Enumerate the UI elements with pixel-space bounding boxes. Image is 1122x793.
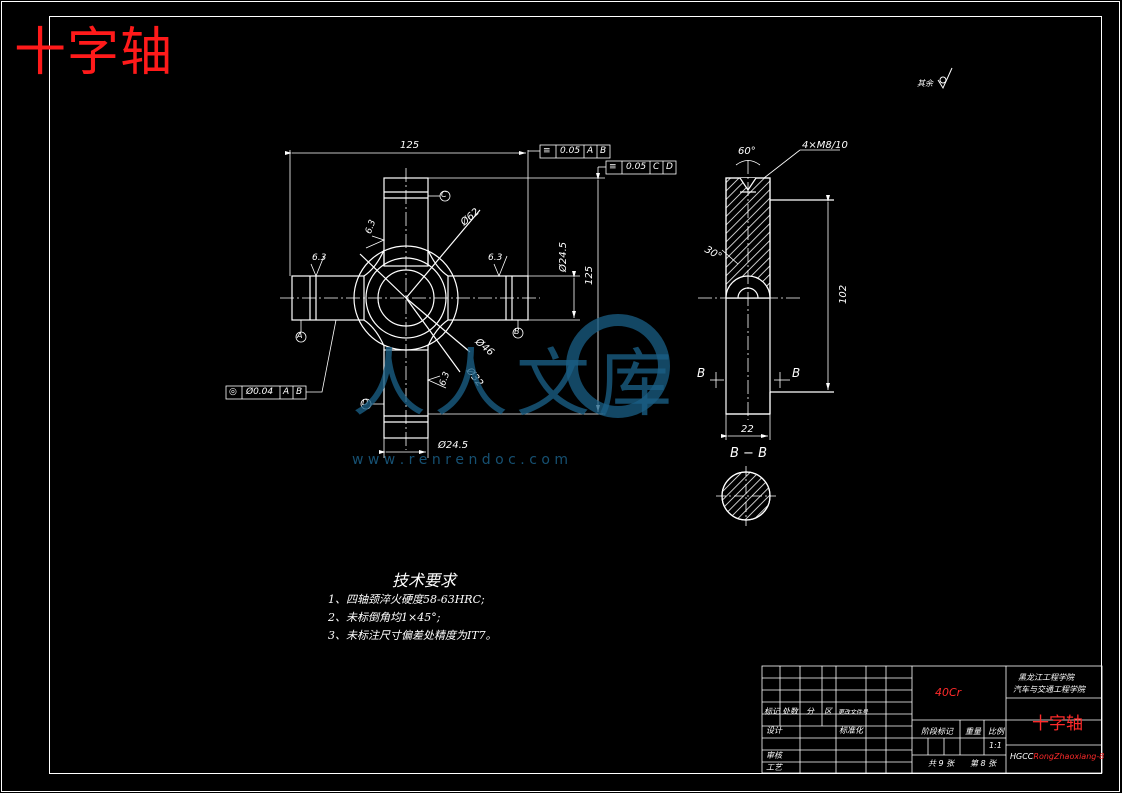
tech-requirement-2: 2、未标倒角均1×45°; (328, 611, 441, 624)
tol3-datum-a: A (283, 387, 290, 397)
inner-frame (49, 16, 1102, 774)
tb-sheets: 共 9 张 (928, 759, 955, 768)
tolerance-box-1 (528, 144, 611, 159)
tol2-symbol: ≡ (609, 162, 617, 172)
tb-stage-label: 阶段标记 (921, 727, 953, 736)
tb-part-name: 十字轴 (1032, 714, 1083, 734)
tb-school-2: 汽车与交通工程学院 (1013, 685, 1085, 694)
tb-weight-label: 重量 (965, 727, 981, 736)
dim-side-angle: 60° (738, 146, 756, 157)
tol1-value: 0.05 (560, 146, 581, 156)
tb-standardize: 标准化 (839, 726, 863, 735)
tb-row-count: 处数 (782, 707, 798, 716)
tb-process: 工艺 (766, 763, 782, 772)
tol3-symbol: ◎ (229, 387, 237, 397)
tb-row-doc: 更改文件号 (838, 709, 869, 716)
tb-design: 设计 (766, 726, 782, 735)
tol3-value: Ø0.04 (246, 387, 274, 397)
datum-a: A (297, 331, 303, 340)
tb-scale-label: 比例 (988, 727, 1004, 736)
dim-journal-dia-h: Ø24.5 (438, 440, 469, 451)
drawing-title: 十字轴 (14, 23, 174, 83)
tol1-datum-a: A (587, 146, 594, 156)
tol3-datum-b: B (296, 387, 303, 397)
tb-scale: 1:1 (989, 741, 1002, 750)
section-centerlines (716, 466, 776, 526)
tolerance-box-3 (225, 319, 337, 400)
datum-c: C (441, 190, 447, 199)
tb-row-zone: 区 (824, 707, 832, 716)
tb-row-mark: 标记 (764, 707, 780, 716)
tb-sheet-no: 第 8 张 (970, 759, 997, 768)
side-dimensions (710, 149, 840, 440)
tb-review: 审核 (766, 751, 782, 760)
dim-125-vertical (428, 173, 605, 415)
side-centerlines (698, 160, 800, 420)
datum-d: D (362, 398, 369, 407)
tb-school-1: 黑龙江工程学院 (1018, 673, 1074, 682)
dim-journal-bottom (379, 438, 429, 458)
roughness-2: 6.3 (488, 253, 503, 263)
watermark-text: 人人文库 (352, 341, 680, 427)
dim-overall-length: 125 (400, 140, 420, 151)
dim-overall-height: 125 (584, 265, 595, 285)
dim-side-width: 22 (741, 424, 754, 435)
tb-code: HGCCRongZhaoxiang-8 (1010, 752, 1104, 761)
section-mark-left: B (697, 366, 706, 380)
tb-row-divide: 分 (806, 707, 814, 716)
tb-material: 40Cr (935, 686, 962, 699)
tol2-value: 0.05 (626, 162, 647, 172)
section-title: B − B (730, 446, 767, 461)
watermark-url: w w w . r e n r e n d o c . c o m (352, 452, 568, 468)
roughness-symbol-general (937, 67, 953, 90)
watermark-logo (566, 314, 670, 418)
roughness-1: 6.3 (312, 253, 327, 263)
front-centerlines (280, 168, 540, 450)
tolerance-box-2 (597, 160, 677, 178)
tech-requirements-heading: 技术要求 (392, 571, 457, 590)
dim-journal-dia-v: Ø24.5 (558, 241, 569, 272)
datum-markers (295, 190, 524, 410)
tol2-datum-d: D (666, 162, 673, 172)
dim-thread: 4×M8/10 (802, 140, 848, 151)
tol1-datum-b: B (600, 146, 607, 156)
title-block (761, 665, 1103, 774)
roughness-note: 其余 (917, 79, 933, 88)
dim-125-horizontal (285, 150, 529, 276)
tb-code-prefix: HGCC (1010, 752, 1034, 761)
tech-requirement-3: 3、未标注尺寸偏差处精度为IT7。 (328, 629, 497, 642)
roughness-marks (310, 235, 508, 389)
tol2-datum-c: C (653, 162, 660, 172)
tech-requirement-1: 1、四轴颈淬火硬度58-63HRC; (328, 593, 485, 606)
datum-b: B (514, 327, 520, 336)
tb-code-suffix: RongZhaoxiang-8 (1033, 752, 1105, 761)
dim-side-height: 102 (838, 284, 849, 304)
tol1-symbol: ≡ (543, 146, 551, 156)
section-mark-right: B (792, 366, 801, 380)
